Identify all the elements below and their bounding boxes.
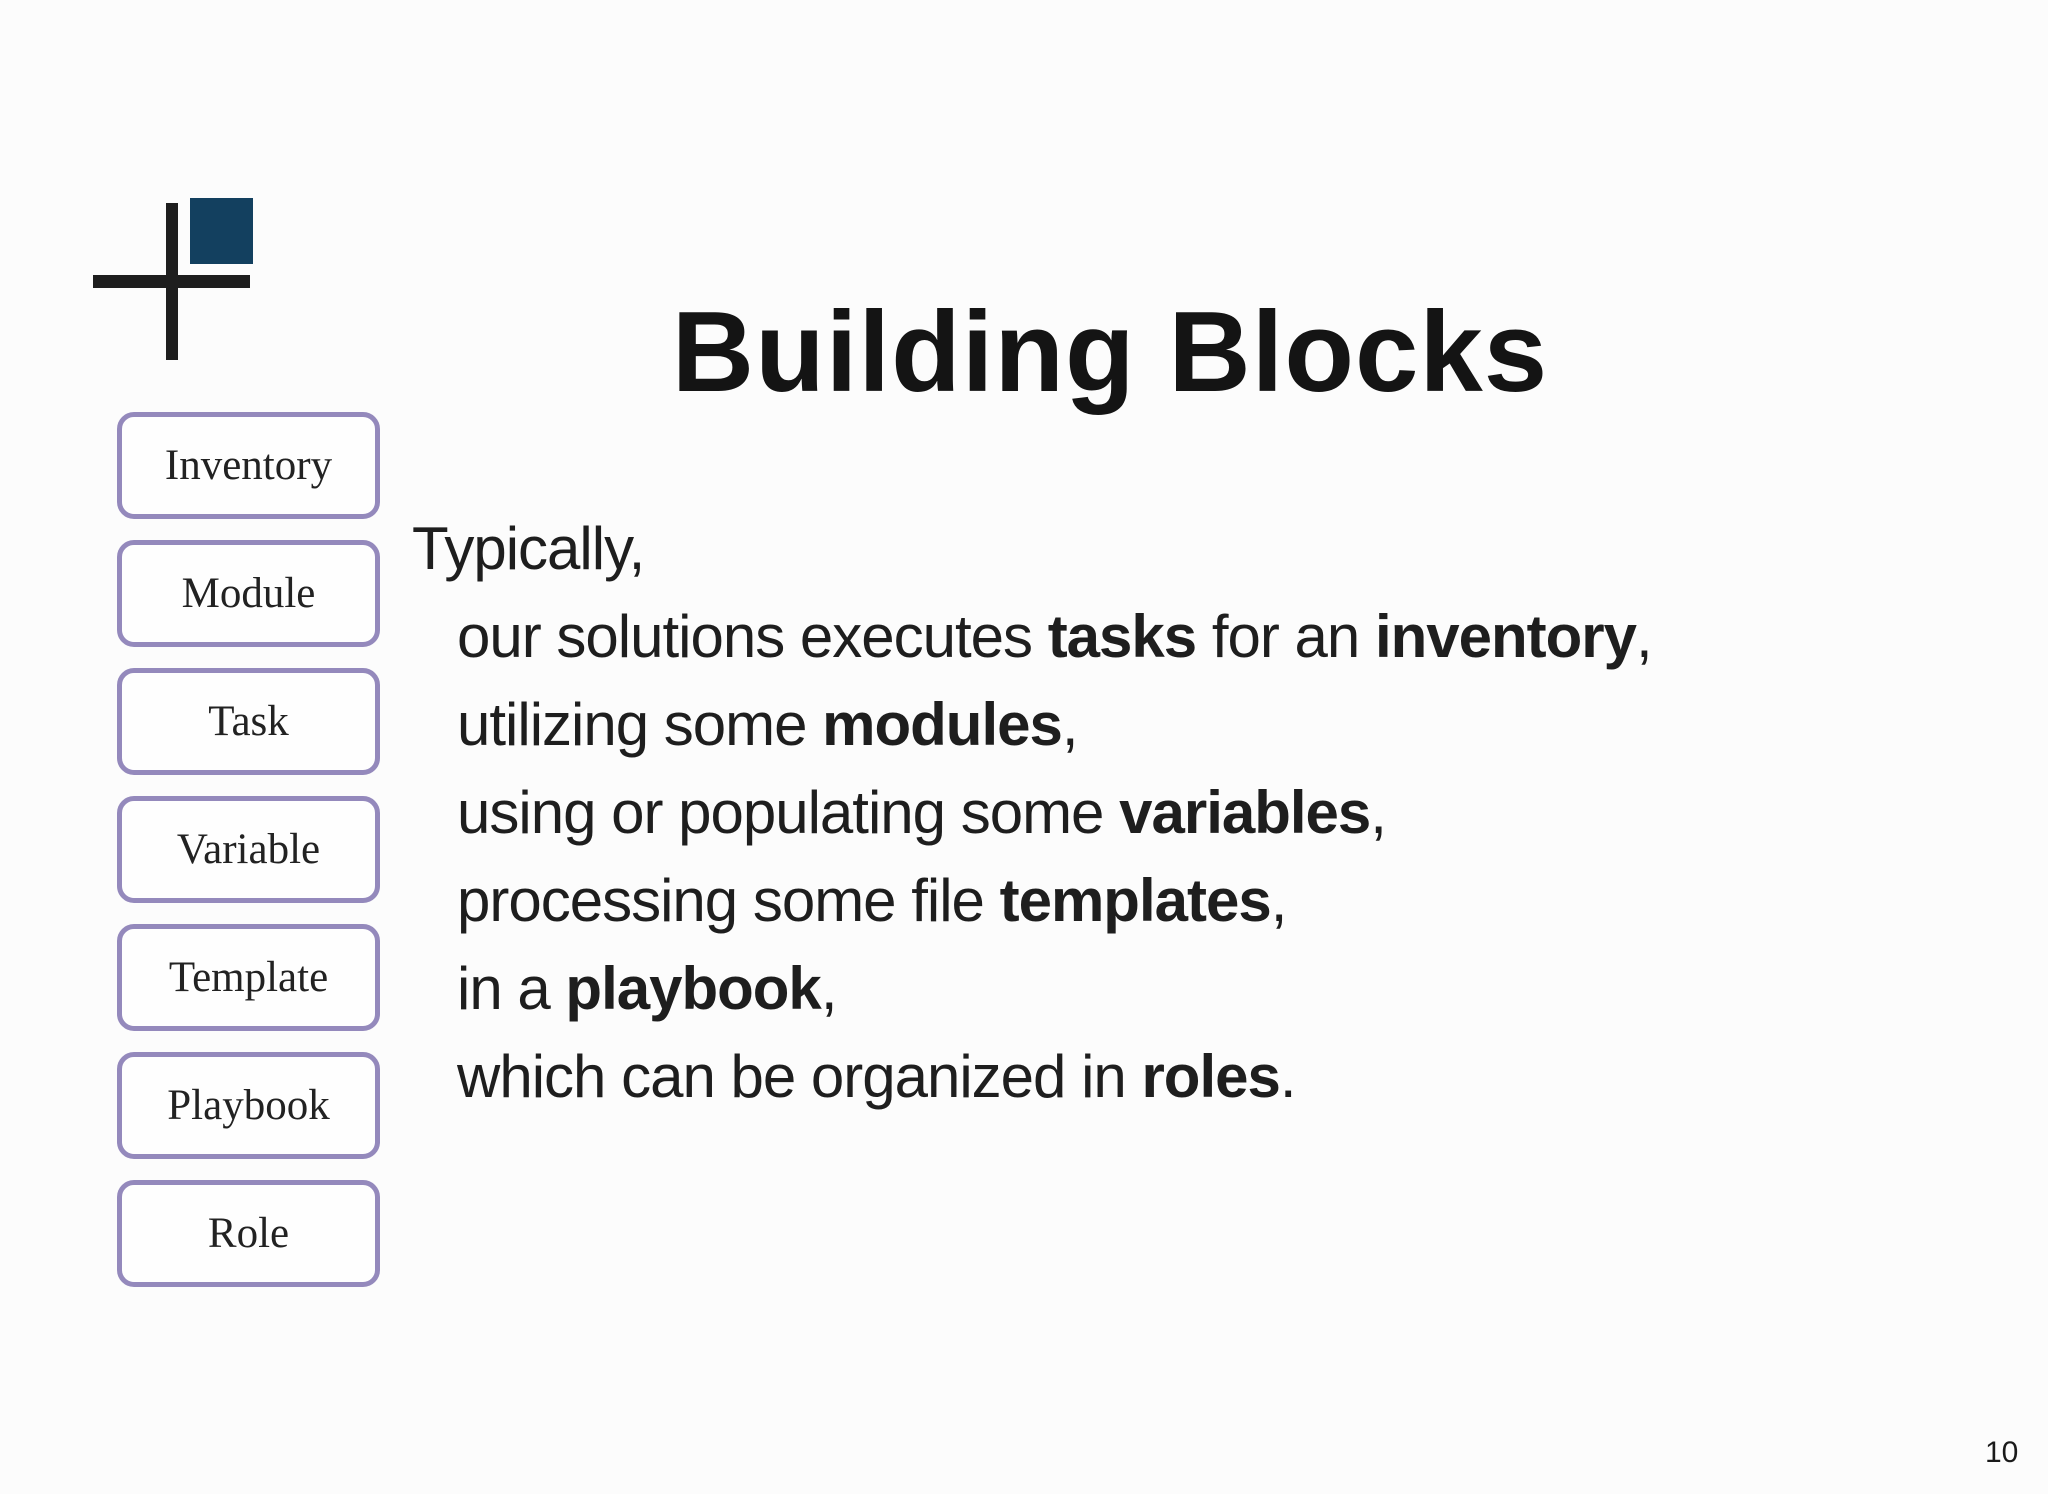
body-text: Typically, our solutions executes tasks f… xyxy=(412,505,1653,1121)
block-playbook: Playbook xyxy=(117,1052,380,1159)
text-segment: , xyxy=(1636,603,1653,670)
block-label: Task xyxy=(208,698,289,745)
text-segment: Typically, xyxy=(412,515,645,582)
block-template: Template xyxy=(117,924,380,1031)
block-inventory: Inventory xyxy=(117,412,380,519)
block-label: Variable xyxy=(176,826,321,873)
text-segment: , xyxy=(1061,691,1079,758)
text-segment: . xyxy=(1279,1043,1297,1110)
block-label: Module xyxy=(181,570,316,617)
keyword: roles xyxy=(1141,1043,1280,1110)
text-segment: in a xyxy=(457,955,566,1022)
block-label: Playbook xyxy=(167,1082,330,1129)
slide-title: Building Blocks xyxy=(671,289,1549,417)
body-line: utilizing some modules, xyxy=(412,681,1652,769)
body-line: which can be organized in roles. xyxy=(412,1033,1652,1121)
body-line: our solutions executes tasks for an inve… xyxy=(412,593,1653,681)
keyword: inventory xyxy=(1374,603,1637,670)
block-role: Role xyxy=(117,1180,380,1287)
page-number: 10 xyxy=(1985,1436,2019,1469)
keyword: playbook xyxy=(565,955,821,1022)
body-line: processing some file templates, xyxy=(412,857,1652,945)
keyword: tasks xyxy=(1047,603,1197,670)
text-segment: for an xyxy=(1196,603,1375,670)
body-line: Typically, xyxy=(412,505,1652,593)
text-segment: , xyxy=(1370,779,1387,846)
block-task: Task xyxy=(117,668,380,775)
text-segment: , xyxy=(820,955,838,1022)
logo-square-icon xyxy=(190,198,253,264)
logo xyxy=(0,0,400,400)
block-module: Module xyxy=(117,540,380,647)
text-segment: utilizing some xyxy=(457,691,823,758)
body-line: using or populating some variables, xyxy=(412,769,1652,857)
block-label: Template xyxy=(168,954,329,1001)
block-label: Inventory xyxy=(164,442,333,489)
text-segment: processing some file xyxy=(457,867,1000,934)
keyword: variables xyxy=(1119,779,1371,846)
text-segment: using or populating some xyxy=(457,779,1120,846)
block-variable: Variable xyxy=(117,796,380,903)
text-segment: , xyxy=(1270,867,1288,934)
logo-cross-vertical-bar-icon xyxy=(166,203,178,360)
body-line: in a playbook, xyxy=(412,945,1652,1033)
block-label: Role xyxy=(207,1210,290,1257)
text-segment: our solutions executes xyxy=(457,603,1048,670)
keyword: templates xyxy=(999,867,1272,934)
text-segment: which can be organized in xyxy=(457,1043,1142,1110)
keyword: modules xyxy=(822,691,1063,758)
